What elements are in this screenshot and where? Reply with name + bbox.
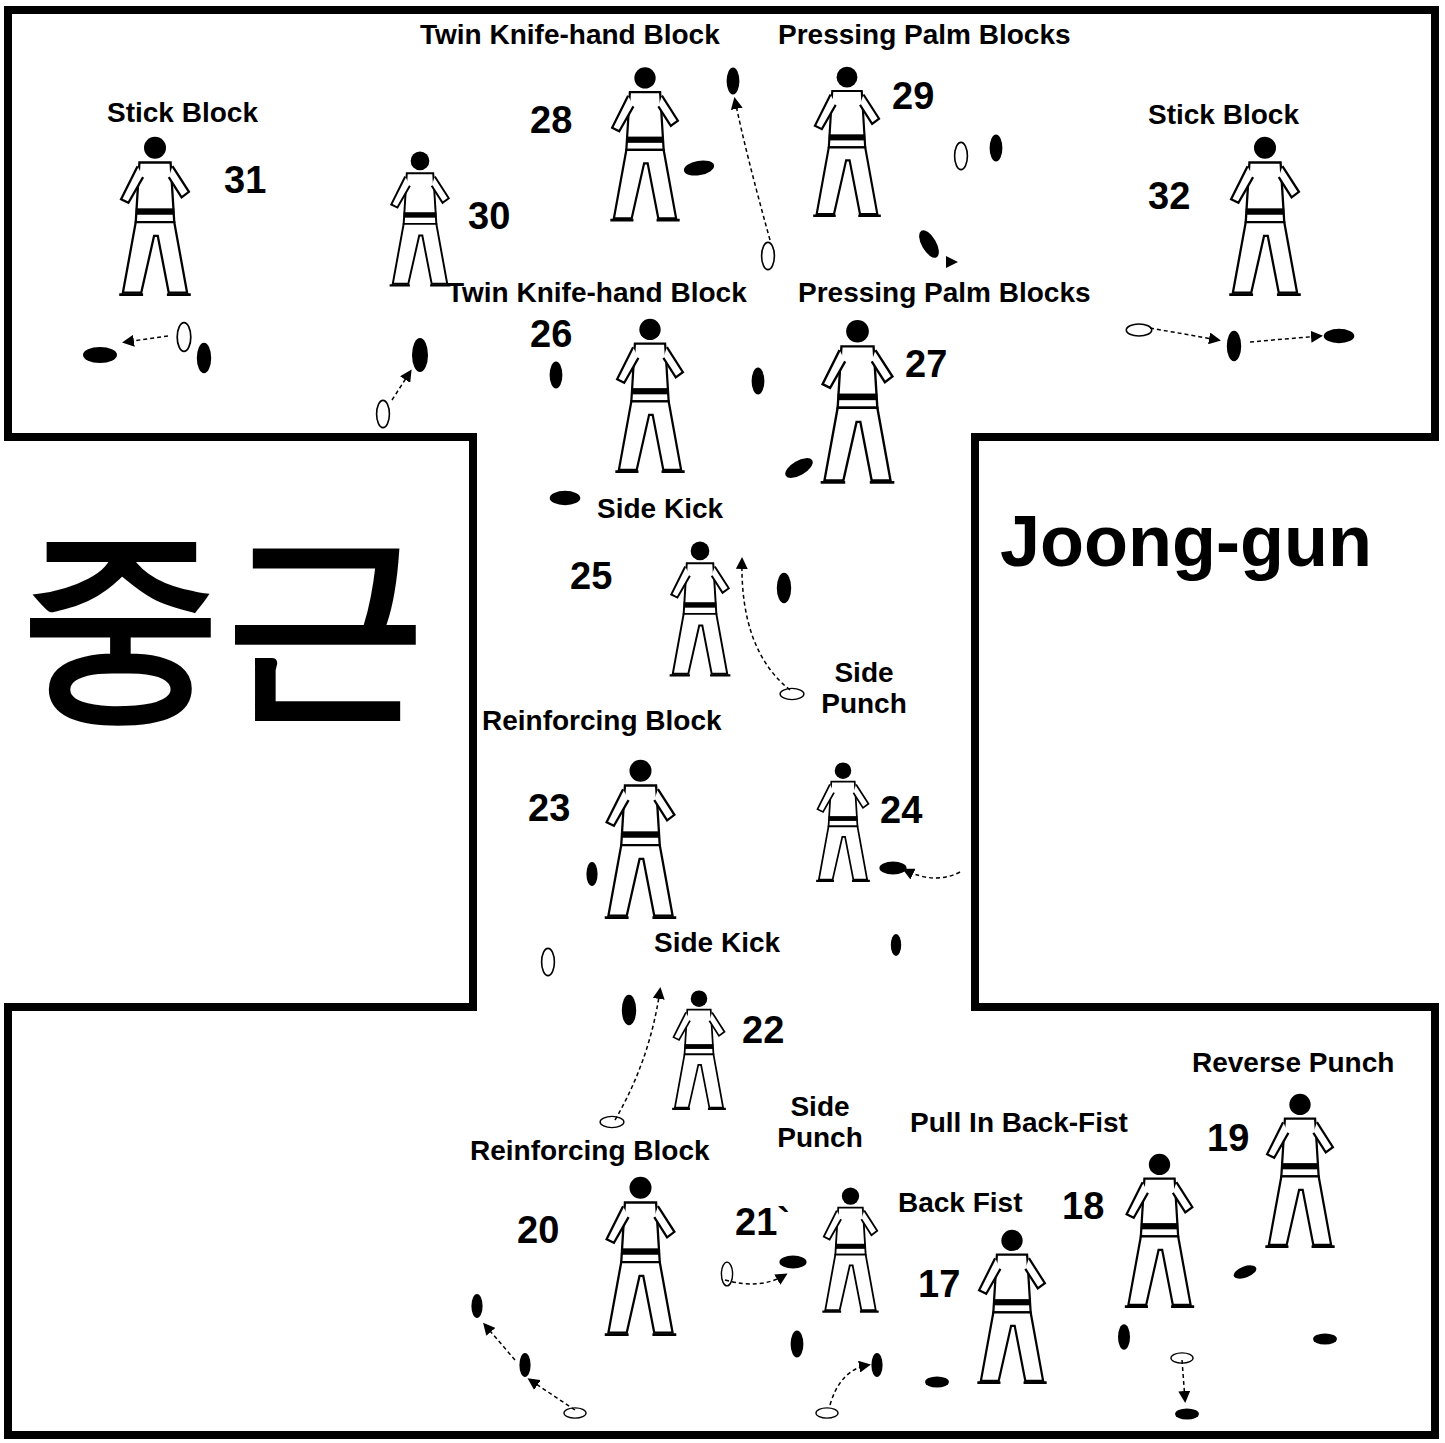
stance-figure: [672, 990, 726, 1108]
callout-number: 17: [918, 1264, 960, 1306]
korean-title: 중근: [18, 520, 428, 725]
move-label: Stick Block: [1148, 100, 1299, 131]
callout-number: 28: [530, 100, 572, 142]
stance-figure: [816, 762, 870, 880]
stance-figure: [821, 320, 895, 482]
move-label: Stick Block: [107, 98, 258, 129]
callout-number: 18: [1062, 1186, 1104, 1228]
callout-number: 21`: [735, 1202, 790, 1244]
move-label: Pull In Back-Fist: [910, 1108, 1128, 1139]
move-label: Twin Knife-hand Block: [420, 20, 720, 51]
callout-number: 25: [570, 556, 612, 598]
callout-number: 32: [1148, 176, 1190, 218]
stance-figure: [977, 1230, 1046, 1383]
stance-figure: [119, 137, 191, 295]
stance-figure: [1265, 1094, 1334, 1247]
stance-figure: [610, 67, 679, 220]
callout-number: 19: [1207, 1118, 1249, 1160]
move-label: Reverse Punch: [1192, 1048, 1394, 1079]
callout-number: 27: [905, 344, 947, 386]
move-label: Side Punch: [814, 658, 914, 720]
stance-figure: [605, 760, 677, 918]
footprints: [83, 67, 1354, 1419]
stance-figure: [605, 1177, 677, 1335]
stance-figure: [1125, 1154, 1194, 1307]
move-label: Pressing Palm Blocks: [778, 20, 1071, 51]
move-label: Side Kick: [654, 928, 780, 959]
callout-number: 24: [880, 790, 922, 832]
callout-number: 26: [530, 314, 572, 356]
move-label: Side Punch: [770, 1092, 870, 1154]
pattern-title: Joong-gun: [1000, 500, 1372, 582]
stance-figure: [822, 1187, 878, 1311]
move-label: Reinforcing Block: [482, 706, 722, 737]
stance-figure: [390, 152, 451, 286]
stance-figure: [813, 67, 881, 216]
stance-figure: [1229, 137, 1301, 295]
move-label: Back Fist: [898, 1188, 1023, 1219]
stance-figure: [615, 319, 684, 472]
step-arrows: [125, 100, 1320, 1410]
move-label: Reinforcing Block: [470, 1136, 710, 1167]
stance-figure: [670, 542, 731, 676]
callout-number: 20: [517, 1210, 559, 1252]
callout-number: 29: [892, 76, 934, 118]
callout-number: 31: [224, 160, 266, 202]
callout-number: 22: [742, 1010, 784, 1052]
move-label: Pressing Palm Blocks: [798, 278, 1091, 309]
move-label: Side Kick: [597, 494, 723, 525]
callout-number: 23: [528, 788, 570, 830]
callout-number: 30: [468, 196, 510, 238]
move-label: Twin Knife-hand Block: [447, 278, 747, 309]
pattern-frame: [8, 10, 1435, 1435]
